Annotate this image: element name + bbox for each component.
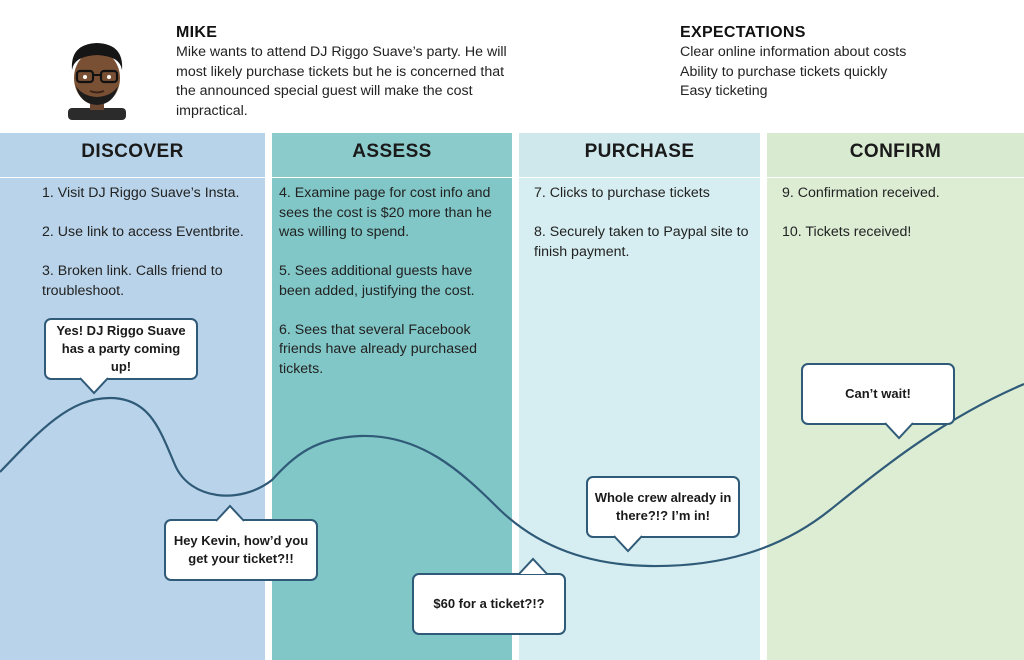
expectations-list: Clear online information about costs Abi… bbox=[680, 43, 906, 102]
step-item: 8. Securely taken to Paypal site to fini… bbox=[534, 224, 749, 260]
step-item: 10. Tickets received! bbox=[782, 224, 912, 240]
step-item: 3. Broken link. Calls friend to troubles… bbox=[42, 263, 223, 299]
expectation-item: Easy ticketing bbox=[680, 83, 768, 99]
step-item: 6. Sees that several Facebook friends ha… bbox=[279, 321, 477, 377]
bubble-tail bbox=[884, 422, 914, 440]
speech-bubble: Yes! DJ Riggo Suave has a party coming u… bbox=[44, 318, 198, 380]
expectations-title: EXPECTATIONS bbox=[680, 24, 806, 41]
discover-steps: 1. Visit DJ Riggo Suave’s Insta. 2. Use … bbox=[42, 184, 257, 321]
bubble-tail bbox=[215, 504, 245, 522]
stage-header-confirm: CONFIRM bbox=[767, 133, 1024, 177]
step-item: 4. Examine page for cost info and sees t… bbox=[279, 185, 492, 240]
persona-avatar bbox=[68, 43, 126, 120]
expectation-item: Ability to purchase tickets quickly bbox=[680, 63, 888, 80]
step-item: 2. Use link to access Eventbrite. bbox=[42, 224, 244, 240]
persona-name: MIKE bbox=[176, 24, 218, 41]
bubble-tail bbox=[518, 557, 548, 575]
expectation-item: Clear online information about costs bbox=[680, 44, 907, 60]
speech-bubble: Can’t wait! bbox=[801, 363, 955, 425]
bubble-tail bbox=[613, 535, 643, 553]
stage-header-assess: ASSESS bbox=[272, 133, 512, 177]
confirm-steps: 9. Confirmation received. 10. Tickets re… bbox=[782, 184, 1017, 262]
bubble-tail bbox=[79, 377, 109, 395]
assess-steps: 4. Examine page for cost info and sees t… bbox=[279, 184, 505, 399]
purchase-steps: 7. Clicks to purchase tickets 8. Securel… bbox=[534, 184, 756, 282]
step-item: 9. Confirmation received. bbox=[782, 185, 940, 201]
speech-bubble: Whole crew already in there?!? I’m in! bbox=[586, 476, 740, 538]
speech-bubble: $60 for a ticket?!? bbox=[412, 573, 566, 635]
speech-bubble: Hey Kevin, how’d you get your ticket?!! bbox=[164, 519, 318, 581]
step-item: 1. Visit DJ Riggo Suave’s Insta. bbox=[42, 185, 240, 201]
stage-header-discover: DISCOVER bbox=[0, 133, 265, 177]
step-item: 5. Sees additional guests have been adde… bbox=[279, 263, 475, 299]
stage-header-purchase: PURCHASE bbox=[519, 133, 760, 177]
step-item: 7. Clicks to purchase tickets bbox=[534, 185, 710, 201]
persona-description: Mike wants to attend DJ Riggo Suave’s pa… bbox=[176, 44, 507, 119]
